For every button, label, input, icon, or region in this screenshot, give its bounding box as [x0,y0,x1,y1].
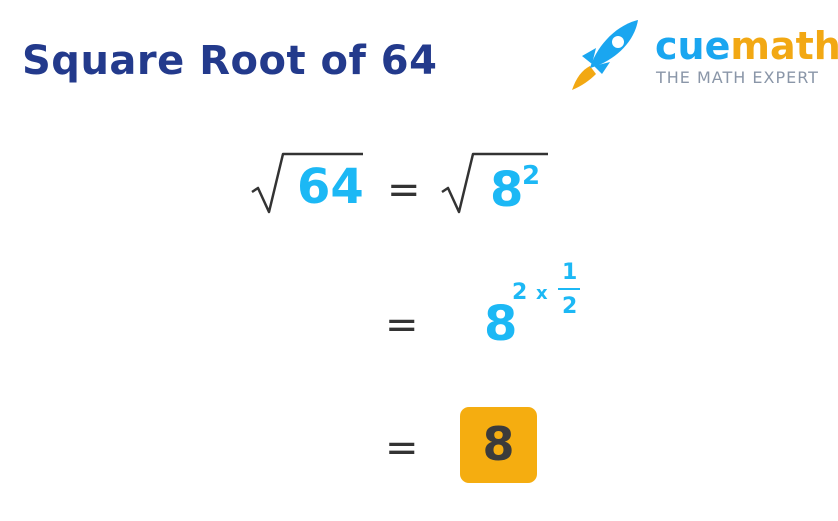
brand-tagline: THE MATH EXPERT [656,68,819,87]
times-sign: x [536,283,548,304]
exponent-multiplier-2: 2 [512,280,528,305]
radical-sign-right [441,152,548,214]
fraction-numerator: 1 [562,260,578,285]
equals-sign-line3: = [385,425,419,471]
equals-sign-line2: = [385,302,419,348]
answer-box: 8 [460,407,537,483]
brand-part-cue: cue [655,24,731,68]
answer-value: 8 [482,417,515,471]
exponent-2-line1: 2 [522,161,541,191]
base-8-line1: 8 [490,162,524,218]
brand-logo-text: cuemath [655,26,838,66]
base-8-line2: 8 [484,296,518,352]
rocket-icon [572,20,638,90]
brand-part-math: math [730,24,838,68]
equals-sign-line1: = [387,167,421,213]
radicand-64: 64 [297,159,364,215]
page-title: Square Root of 64 [22,38,438,84]
fraction-bar [558,288,580,290]
radical-sign-left [251,152,363,214]
fraction-denominator: 2 [562,294,578,319]
